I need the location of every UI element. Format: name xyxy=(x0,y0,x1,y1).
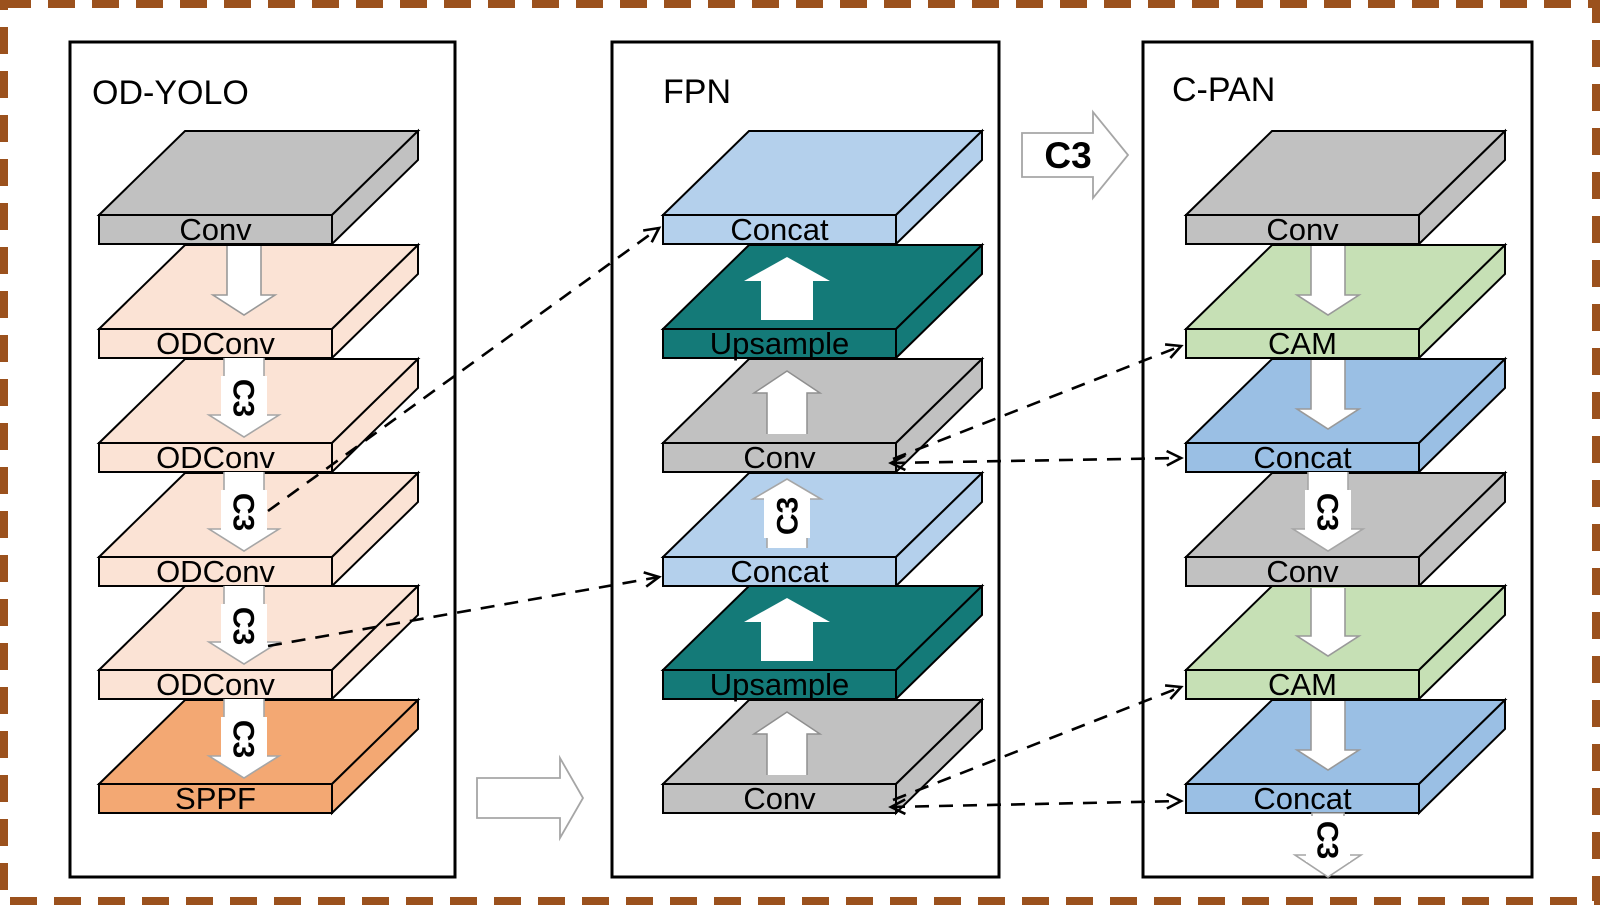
c-pan-layer-concat-2-label: Concat xyxy=(1253,440,1352,475)
od-yolo-gap-4-c3-bg xyxy=(221,717,267,761)
od-yolo-layer-odconv-4-label: ODConv xyxy=(156,667,275,702)
od-yolo-layer-sppf-5-label: SPPF xyxy=(175,781,256,816)
c-pan-gap-1-down-arrow xyxy=(1294,360,1362,430)
od-yolo-layer-odconv-1-label: ODConv xyxy=(156,326,275,361)
fpn-layer-concat-0-front-face xyxy=(662,214,897,245)
c-pan-layer-concat-5-label: Concat xyxy=(1253,781,1352,816)
c-pan-layer-concat-5-front-face xyxy=(1185,783,1420,814)
panel-title-od-yolo: OD-YOLO xyxy=(92,74,249,112)
od-yolo-layer-conv-0-label: Conv xyxy=(179,212,252,247)
skip-connection-arrowhead-fpn:concat-0 xyxy=(642,226,662,243)
od-yolo-layer-odconv-2-label: ODConv xyxy=(156,440,275,475)
c-pan-gap-0-down-arrow xyxy=(1294,246,1362,316)
skip-connection-fpn:conv-5-to-c-pan:cam-4 xyxy=(892,685,1182,802)
c3-flow-label: C3 xyxy=(1044,135,1091,176)
c-pan-gap-4-down-arrow xyxy=(1294,701,1362,771)
c-pan-tail-c3-label: C3 xyxy=(1311,821,1344,859)
c-pan-gap-2-c3-label: C3 xyxy=(1311,493,1344,531)
fpn-gap-2-c3-label: C3 xyxy=(772,497,805,535)
od-yolo-gap-2-c3-label: C3 xyxy=(227,493,260,531)
od-yolo-gap-1-c3-label: C3 xyxy=(227,379,260,417)
od-yolo-layer-sppf-5-front-face xyxy=(98,783,333,814)
c-pan-gap-2-c3-bg xyxy=(1305,490,1351,534)
fpn-gap-2-c3-bg xyxy=(764,494,810,538)
c-pan-layer-conv-3-label: Conv xyxy=(1266,554,1339,589)
c-pan-layer-cam-1-label: CAM xyxy=(1268,326,1337,361)
c-pan-layer-conv-3-front-face xyxy=(1185,556,1420,587)
skip-connection-arrowhead-fpn:concat-3 xyxy=(643,571,662,588)
fpn-layer-conv-5-front-face xyxy=(662,783,897,814)
fpn-layer-concat-0-label: Concat xyxy=(730,212,829,247)
skip-connection-arrowhead-fpn:conv-2 xyxy=(888,454,906,472)
panel-od-yolo-border xyxy=(68,40,457,879)
skip-connection-arrowhead-c-pan:concat-2 xyxy=(1166,449,1184,467)
skip-connection-od-yolo:c3-gap-3-to-fpn:concat-3 xyxy=(267,575,660,648)
generated-diagram-content: ConvODConvODConvODConvODConvSPPFC3C3C3C3… xyxy=(68,40,1534,879)
fpn-gap-3-up-arrow xyxy=(744,598,830,661)
fpn-gap-0-up-arrow xyxy=(744,257,830,320)
od-yolo-gap-4-c3-label: C3 xyxy=(227,720,260,758)
skip-connection-arrowhead-fpn:conv-5 xyxy=(888,798,906,816)
od-yolo-gap-3-c3-bg xyxy=(221,604,267,648)
flow-arrow-fpn-to-c-pan xyxy=(1021,109,1130,201)
od-yolo-gap-0-down-arrow xyxy=(210,246,278,316)
skip-connection-fpn:conv-5-to-c-pan:concat-5 xyxy=(890,799,1182,809)
panel-title-c-pan: C-PAN xyxy=(1172,71,1275,109)
c-pan-layer-cam-4-label: CAM xyxy=(1268,667,1337,702)
skip-connection-od-yolo:c3-gap-2-to-fpn:concat-0 xyxy=(267,226,660,513)
fpn-layer-upsample-4-front-face xyxy=(662,669,897,700)
fpn-layer-upsample-4-label: Upsample xyxy=(710,667,850,702)
skip-connection-arrowhead-c-pan:cam-1 xyxy=(1164,343,1184,359)
od-yolo-gap-3-c3-label: C3 xyxy=(227,607,260,645)
od-yolo-gap-1-c3-bg xyxy=(221,376,267,420)
fpn-layer-conv-2-label: Conv xyxy=(743,440,816,475)
c-pan-gap-3-down-arrow xyxy=(1294,588,1362,657)
panel-title-fpn: FPN xyxy=(663,73,731,111)
c-pan-layer-concat-2-front-face xyxy=(1185,442,1420,473)
fpn-gap-1-up-arrow xyxy=(751,370,823,434)
c-pan-tail-c3-bg xyxy=(1306,816,1350,862)
od-yolo-layer-conv-0-front-face xyxy=(98,214,333,245)
od-yolo-gap-2-c3-bg xyxy=(221,490,267,534)
c-pan-layer-conv-0-label: Conv xyxy=(1266,212,1339,247)
skip-connection-fpn:conv-2-to-c-pan:cam-1 xyxy=(892,344,1182,461)
skip-connection-fpn:conv-2-to-c-pan:concat-2 xyxy=(890,456,1182,465)
fpn-layer-upsample-1-label: Upsample xyxy=(710,326,850,361)
panel-fpn-border xyxy=(610,40,1001,879)
fpn-layer-conv-5-label: Conv xyxy=(743,781,816,816)
flow-arrow-od-yolo-to-fpn xyxy=(476,754,585,842)
skip-connection-arrowhead-c-pan:concat-5 xyxy=(1166,792,1184,810)
od-yolo-layer-odconv-1-front-face xyxy=(98,328,333,359)
c-pan-layer-conv-0-front-face xyxy=(1185,214,1420,245)
c-pan-layer-cam-1-front-face xyxy=(1185,328,1420,359)
skip-connection-arrowhead-c-pan:cam-4 xyxy=(1164,684,1184,700)
od-yolo-layer-odconv-3-label: ODConv xyxy=(156,554,275,589)
fpn-gap-4-up-arrow xyxy=(751,711,823,775)
fpn-layer-concat-3-label: Concat xyxy=(730,554,829,589)
